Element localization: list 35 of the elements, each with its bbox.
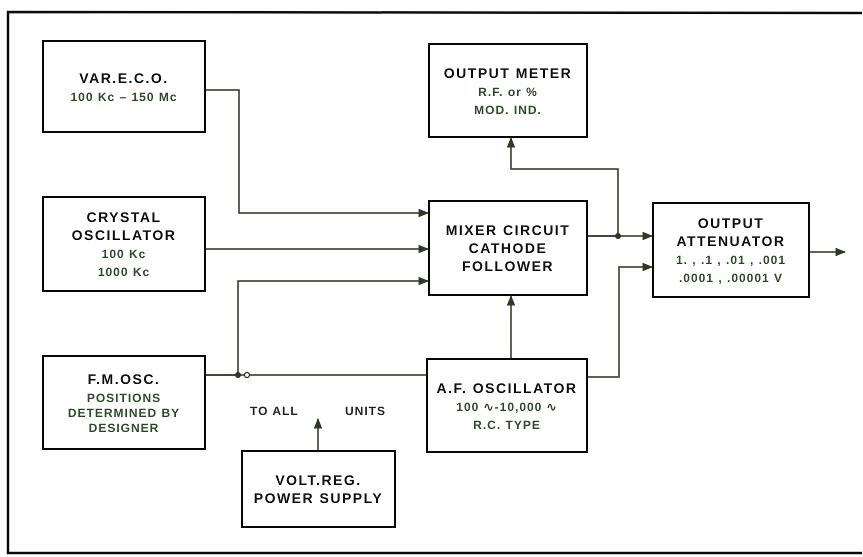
block-box — [241, 450, 396, 528]
connector-arrow — [506, 136, 619, 237]
block-title: VAR.E.C.O. — [79, 68, 169, 86]
block-note: R.F. or % — [478, 84, 538, 100]
block-box — [42, 355, 206, 450]
block-box — [652, 202, 810, 298]
block-box — [426, 358, 588, 453]
block-title: OUTPUT METER — [444, 64, 572, 82]
block-note: R.C. TYPE — [473, 418, 541, 432]
block-title: OUTPUT ATTENUATOR — [675, 214, 787, 250]
block-title: A.F. OSCILLATOR — [436, 378, 578, 396]
connector-arrow — [506, 294, 516, 358]
connector-arrow — [588, 262, 654, 378]
block-box — [42, 40, 206, 133]
block-note: MOD. IND. — [474, 102, 542, 118]
connector-arrow — [810, 248, 846, 256]
connector-arrow — [206, 244, 430, 254]
connector-arrow — [314, 418, 322, 450]
block-note: 100 ∿-10,000 ∿ — [456, 400, 558, 414]
block-box — [42, 196, 206, 292]
block-title: CRYSTAL OSCILLATOR — [70, 208, 178, 244]
block-box — [428, 200, 588, 296]
annotation-text: TO ALL — [250, 404, 299, 419]
block-note: .0001 , .00001 V — [678, 271, 784, 286]
block-title: VOLT.REG. POWER SUPPLY — [252, 471, 384, 507]
block-note: 100 Kc – 150 Mc — [70, 90, 178, 104]
block-note: 1000 Kc — [98, 265, 150, 280]
connector-arrow — [206, 89, 430, 218]
block-title: F.M.OSC. — [88, 370, 160, 388]
block-note: 1. , .1 , .01 , .001 — [676, 253, 786, 268]
block-note: POSITIONS DETERMINED BY DESIGNER — [66, 390, 182, 436]
block-note: 100 Kc — [102, 247, 146, 262]
annotation-text: UNITS — [345, 404, 386, 419]
block-title: MIXER CIRCUIT CATHODE FOLLOWER — [444, 221, 572, 275]
block-box — [428, 43, 588, 138]
